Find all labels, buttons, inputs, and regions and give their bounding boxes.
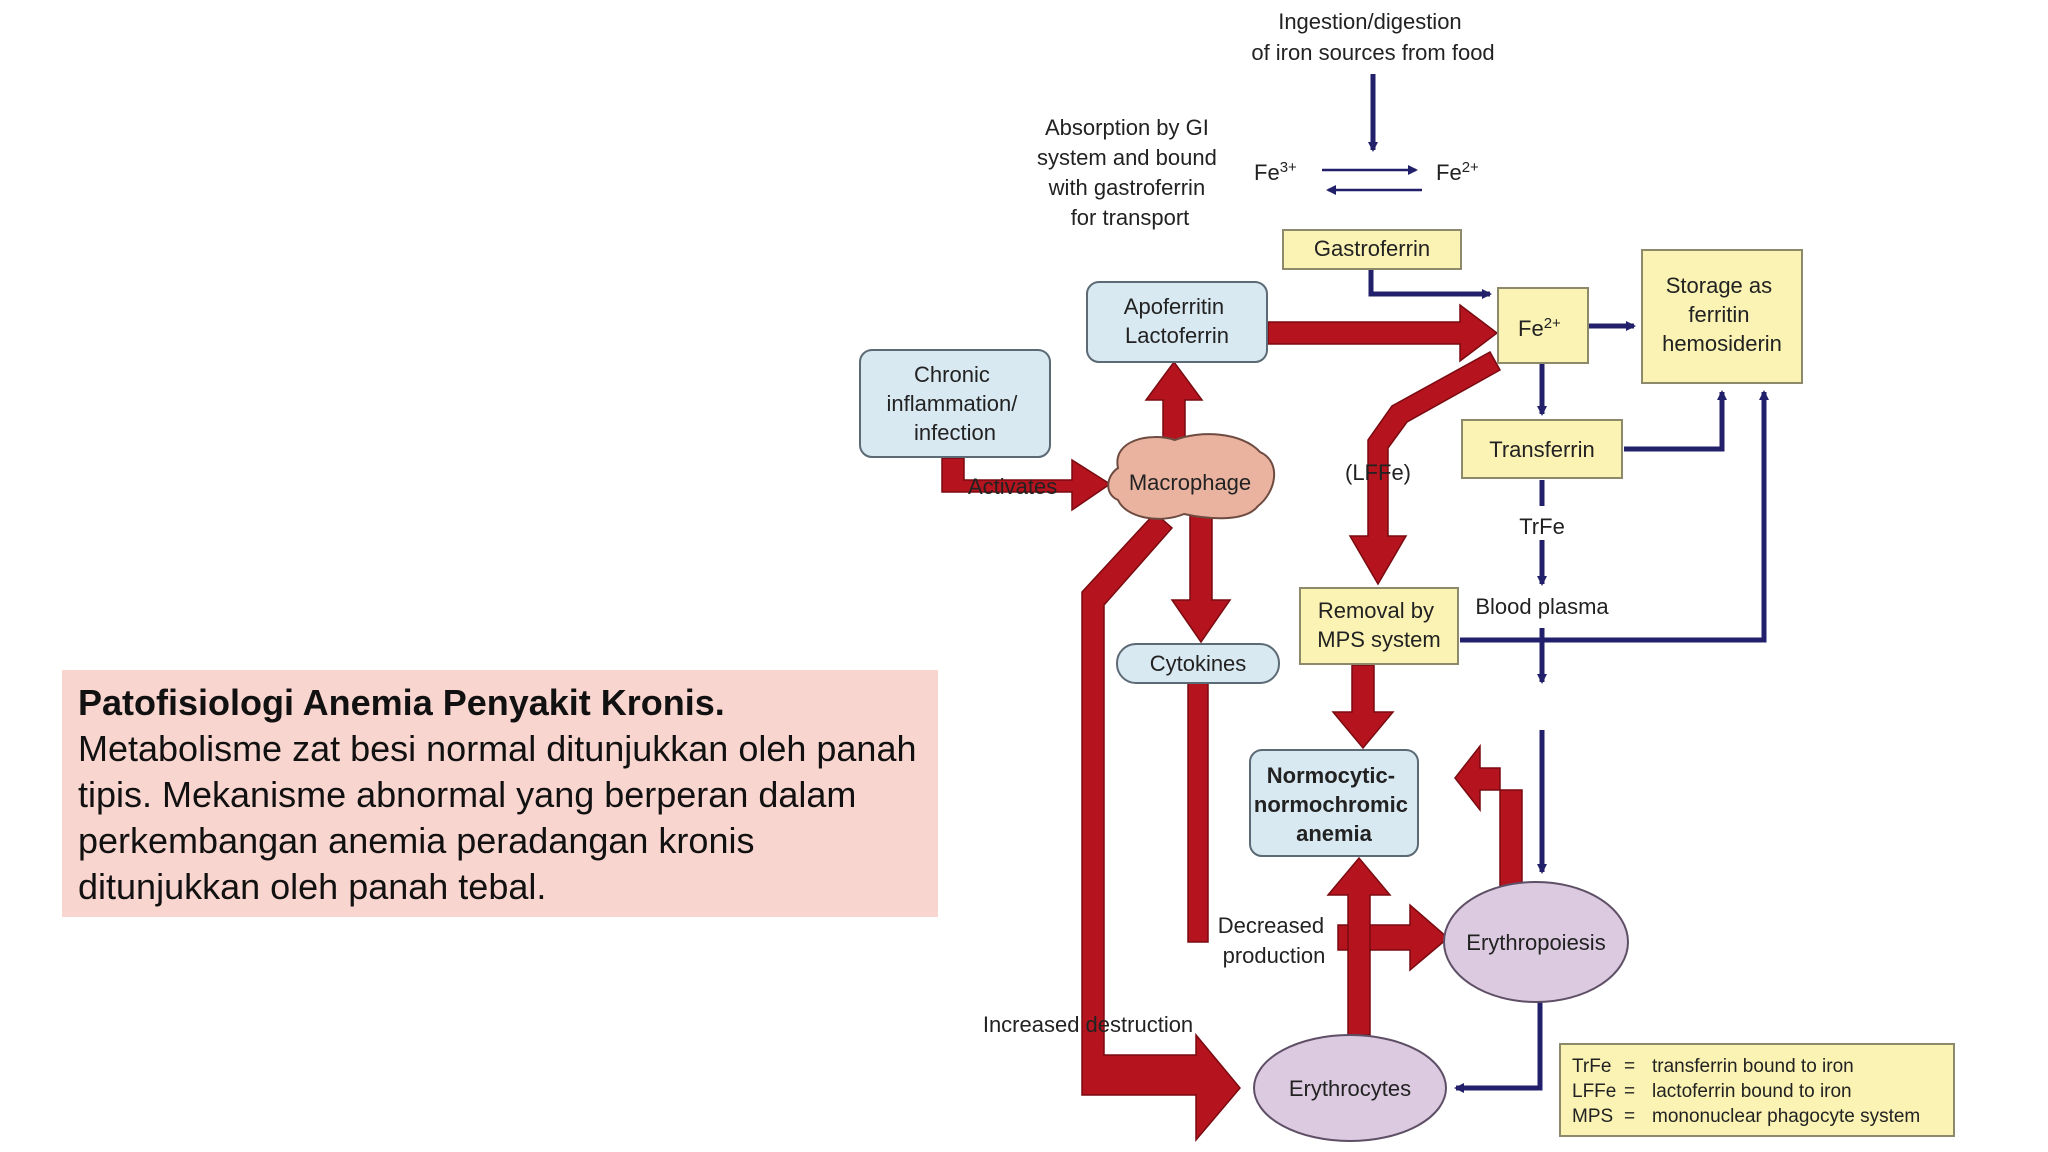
macrophage-shape: Macrophage <box>1107 433 1276 520</box>
legend-box: TrFe = transferrin bound to iron LFFe = … <box>1559 1043 1955 1137</box>
arrow-apoferritin-to-fe2 <box>1267 303 1499 363</box>
apoferritin-box: Apoferritin Lactoferrin <box>1086 281 1268 363</box>
macrophage-label: Macrophage <box>1129 470 1251 495</box>
absorption-label: Absorption by GI system and bound with g… <box>1037 115 1223 230</box>
anemia-label: Normocytic- normochromic anemia <box>1254 763 1414 846</box>
anemia-box: Normocytic- normochromic anemia <box>1249 749 1419 857</box>
erythropoiesis-label: Erythropoiesis <box>1466 930 1605 955</box>
svg-text:=: = <box>1624 1081 1635 1102</box>
caption-title: Patofisiologi Anemia Penyakit Kronis. <box>78 682 725 723</box>
arrow-erythrocytes-to-anemia <box>1326 856 1392 1036</box>
svg-text:TrFe: TrFe <box>1572 1056 1611 1077</box>
fe2-box: Fe2+ <box>1497 287 1589 364</box>
removal-box: Removal by MPS system <box>1299 587 1459 665</box>
cytokines-box: Cytokines <box>1116 643 1280 684</box>
arrow-transferrin-to-storage <box>1624 390 1727 452</box>
svg-text:lactoferrin bound to iron: lactoferrin bound to iron <box>1652 1081 1852 1102</box>
arrow-gastroferrin-to-fe2 <box>1368 270 1492 299</box>
arrow-macrophage-to-cytokines <box>1170 511 1232 644</box>
caption-box: Patofisiologi Anemia Penyakit Kronis. Me… <box>62 670 938 917</box>
lffe-label: (LFFe) <box>1345 460 1411 485</box>
apoferritin-label: Apoferritin Lactoferrin <box>1124 294 1230 348</box>
thin-arrows <box>1322 74 1769 1093</box>
erythrocytes-label: Erythrocytes <box>1289 1076 1411 1101</box>
ingestion-label: Ingestion/digestion of iron sources from… <box>1251 9 1494 65</box>
fe2-label: Fe2+ <box>1436 159 1479 185</box>
svg-text:LFFe: LFFe <box>1572 1081 1616 1102</box>
chronic-inflammation-label: Chronic inflammation/ infection <box>887 362 1024 445</box>
transferrin-label: Transferrin <box>1489 437 1595 462</box>
erythrocytes-ellipse: Erythrocytes <box>1253 1034 1447 1142</box>
svg-text:mononuclear phagocyte system: mononuclear phagocyte system <box>1652 1106 1920 1127</box>
arrow-removal-to-storage <box>1460 390 1769 643</box>
cytokines-label: Cytokines <box>1150 651 1247 676</box>
arrow-erythropoiesis-to-erythrocytes <box>1454 1000 1543 1093</box>
arrow-fe2-to-removal <box>1348 350 1502 586</box>
transferrin-box: Transferrin <box>1461 419 1623 479</box>
svg-text:=: = <box>1624 1106 1635 1127</box>
gastroferrin-label: Gastroferrin <box>1314 236 1430 261</box>
decreased-production-label: Decreased production <box>1218 913 1331 968</box>
increased-destruction-label: Increased destruction <box>983 1012 1193 1037</box>
activates-label: Activates <box>968 474 1057 499</box>
arrow-erythropoiesis-to-anemia <box>1454 743 1523 889</box>
legend-row: LFFe = lactoferrin bound to iron <box>1572 1081 1852 1102</box>
arrow-removal-to-anemia <box>1331 664 1395 750</box>
svg-text:MPS: MPS <box>1572 1106 1613 1127</box>
fe3-label: Fe3+ <box>1254 159 1297 185</box>
blood-plasma-label: Blood plasma <box>1475 594 1609 619</box>
trfe-label: TrFe <box>1519 514 1565 539</box>
storage-box: Storage as ferritin hemosiderin <box>1641 249 1803 384</box>
legend-row: MPS = mononuclear phagocyte system <box>1572 1106 1920 1127</box>
svg-text:=: = <box>1624 1056 1635 1077</box>
arrow-cytokines-to-decreased <box>1187 679 1209 943</box>
legend-row: TrFe = transferrin bound to iron <box>1572 1056 1854 1077</box>
arrow-chronic-to-macrophage <box>941 457 1112 512</box>
caption-body: Metabolisme zat besi normal ditunjukkan … <box>78 728 917 907</box>
erythropoiesis-ellipse: Erythropoiesis <box>1443 881 1629 1003</box>
thick-arrows <box>941 303 1523 1143</box>
gastroferrin-box: Gastroferrin <box>1282 229 1462 270</box>
arrow-macrophage-to-apoferritin <box>1144 360 1204 441</box>
storage-label: Storage as ferritin hemosiderin <box>1662 273 1782 356</box>
fe2-box-label: Fe2+ <box>1518 315 1561 341</box>
chronic-inflammation-box: Chronic inflammation/ infection <box>859 349 1051 458</box>
svg-text:transferrin bound to iron: transferrin bound to iron <box>1652 1056 1854 1077</box>
arrow-macrophage-to-erythrocytes <box>1081 511 1241 1143</box>
removal-label: Removal by MPS system <box>1317 598 1440 652</box>
